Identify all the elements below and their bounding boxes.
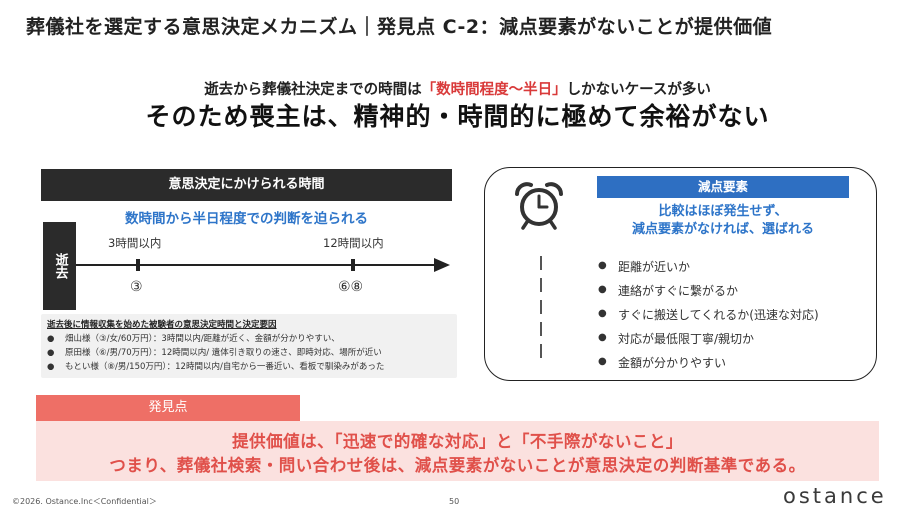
page-number: 50 xyxy=(449,497,460,506)
timeline-start-text: 逝去 xyxy=(52,253,68,279)
subheadline-line2: そのため喪主は、精神的・時間的に極めて余裕がない xyxy=(145,102,770,131)
finding-box: 提供価値は、「迅速で的確な対応」と「不手際がないこと」 つまり、葬儀社検索・問い… xyxy=(36,421,879,481)
deduction-label: 減点要素 xyxy=(597,176,849,198)
subheadline-line1: 逝去から葬儀社決定までの時間は「数時間程度〜半日」しかないケースが多い xyxy=(0,78,915,99)
factor-text: 距離が近いか xyxy=(618,260,691,274)
timeline-tick-label-12h: 12時間以内 xyxy=(323,236,384,250)
note-text: もとい様（⑧/男/150万円）：12時間以内/自宅から一番近い、看板で馴染みがあ… xyxy=(65,362,385,372)
timeline-start-label: 逝去 xyxy=(43,222,76,310)
dash-divider xyxy=(540,344,542,358)
subheadline-pre: 逝去から葬儀社決定までの時間は xyxy=(204,82,422,98)
finding-tab: 発見点 xyxy=(36,395,300,421)
brand-logo: ostance xyxy=(783,484,887,508)
timeline-tick-12h xyxy=(351,259,355,271)
bullet-icon: ● xyxy=(598,284,607,295)
deduction-summary: 比較はほぼ発生せず、 減点要素がなければ、選ばれる xyxy=(597,203,849,239)
dash-divider xyxy=(540,300,542,314)
timeline-cases-12h: ⑥⑧ xyxy=(338,279,364,295)
deduction-panel xyxy=(484,167,877,381)
factor-text: 連絡がすぐに繋がるか xyxy=(618,284,739,298)
page-title: 葬儀社を選定する意思決定メカニズム｜発見点 C-2：減点要素がないことが提供価値 xyxy=(26,16,773,38)
note-item: ● 畑山様（③/女/60万円）：3時間以内/距離が近く、金額が分かりやすい、 xyxy=(47,332,451,346)
subheadline-highlight: 「数時間程度〜半日」 xyxy=(421,82,567,98)
finding-line2: つまり、葬儀社検索・問い合わせ後は、減点要素がないことが意思決定の判断基準である… xyxy=(109,456,806,475)
notes-title: 逝去後に情報収集を始めた被験者の意思決定時間と決定要因 xyxy=(47,320,277,330)
dash-divider xyxy=(540,278,542,292)
bullet-icon: ● xyxy=(47,362,55,372)
timeline-arrowhead-icon xyxy=(434,258,450,272)
timeline-tick-3h xyxy=(136,259,140,271)
deduction-factor: ● 対応が最低限丁寧/親切か xyxy=(598,330,754,347)
finding-line1: 提供価値は、「迅速で的確な対応」と「不手際がないこと」 xyxy=(232,432,683,451)
timeline-subtitle: 数時間から半日程度での判断を迫られる xyxy=(125,211,368,227)
factor-text: すぐに搬送してくれるか(迅速な対応) xyxy=(618,308,819,322)
factor-text: 金額が分かりやすい xyxy=(618,356,727,370)
dash-divider xyxy=(540,256,542,270)
dash-divider xyxy=(540,322,542,336)
deduction-factor: ● 金額が分かりやすい xyxy=(598,354,726,371)
bullet-icon: ● xyxy=(47,348,55,358)
bullet-icon: ● xyxy=(598,332,607,343)
deduction-factor: ● 距離が近いか xyxy=(598,258,690,275)
subject-notes-box: 逝去後に情報収集を始めた被験者の意思決定時間と決定要因 ● 畑山様（③/女/60万… xyxy=(41,314,457,378)
timeline-tick-label-3h: 3時間以内 xyxy=(108,236,162,250)
timeline-axis xyxy=(76,264,436,266)
bullet-icon: ● xyxy=(598,260,607,271)
note-item: ● もとい様（⑧/男/150万円）：12時間以内/自宅から一番近い、看板で馴染みが… xyxy=(47,360,451,374)
factor-text: 対応が最低限丁寧/親切か xyxy=(618,332,755,346)
bullet-icon: ● xyxy=(47,334,55,344)
deduction-factor: ● すぐに搬送してくれるか(迅速な対応) xyxy=(598,306,819,323)
deduction-factor: ● 連絡がすぐに繋がるか xyxy=(598,282,738,299)
note-text: 畑山様（③/女/60万円）：3時間以内/距離が近く、金額が分かりやすい、 xyxy=(65,334,340,344)
deduction-summary-line2: 減点要素がなければ、選ばれる xyxy=(631,222,814,237)
timeline-cases-3h: ③ xyxy=(130,279,143,295)
footer-copyright: ©2026. Ostance.Inc＜Confidential＞ xyxy=(12,497,157,506)
bullet-icon: ● xyxy=(598,356,607,367)
note-item: ● 原田様（⑥/男/70万円）：12時間以内/ 遺体引き取りの速さ、即時対応、場所… xyxy=(47,346,451,360)
alarm-clock-icon xyxy=(515,182,563,230)
bullet-icon: ● xyxy=(598,308,607,319)
timeline-title-bar: 意思決定にかけられる時間 xyxy=(41,169,452,201)
note-text: 原田様（⑥/男/70万円）：12時間以内/ 遺体引き取りの速さ、即時対応、場所が… xyxy=(65,348,382,358)
deduction-summary-line1: 比較はほぼ発生せず、 xyxy=(658,204,788,219)
subheadline-post: しかないケースが多い xyxy=(566,82,711,98)
